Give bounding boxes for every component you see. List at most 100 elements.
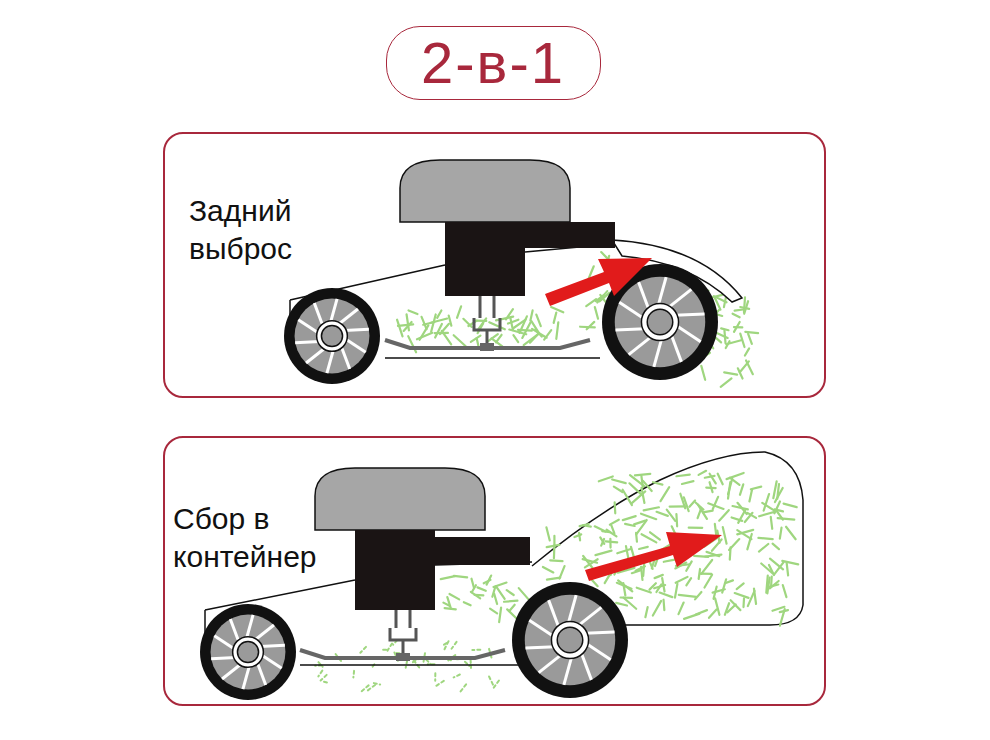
rim	[211, 615, 286, 690]
grass-clipping	[686, 561, 691, 570]
grass-clipping	[751, 487, 761, 490]
grass-clipping	[729, 547, 732, 559]
grass-clipping	[745, 348, 749, 355]
spoke-gap	[344, 329, 369, 330]
grass-clipping	[780, 609, 785, 626]
mode-label: Сбор в контейнер	[173, 500, 358, 575]
grass-clipping	[773, 544, 779, 550]
grass-clipping	[609, 539, 611, 548]
grass-clipping	[719, 510, 729, 521]
grass-clipping	[536, 315, 540, 326]
grass-clipping	[478, 318, 486, 330]
grass-clipping	[737, 583, 744, 589]
grass-clipping	[701, 560, 712, 574]
grass-clipping	[662, 578, 664, 591]
grass-clipping	[784, 504, 797, 507]
grass-clipping	[447, 597, 451, 608]
grass-clipping	[709, 610, 716, 618]
grass-clipping	[494, 594, 497, 604]
grass-clipping	[738, 368, 743, 378]
grass-clipping	[601, 539, 604, 546]
grass-clipping	[470, 660, 472, 668]
hub	[321, 325, 342, 346]
hub-ring	[317, 321, 348, 352]
spoke-gap	[341, 346, 350, 369]
grass-clipping	[616, 603, 627, 606]
grass-clipping	[761, 563, 772, 573]
grass-clipping	[676, 577, 688, 583]
grass-clipping	[699, 471, 707, 475]
grass-clipping	[661, 487, 670, 501]
grass-clipping	[682, 481, 693, 484]
grass-clipping	[387, 644, 392, 651]
grass-clipping	[519, 588, 529, 600]
grass-clipping	[441, 576, 455, 579]
grass-clipping	[710, 482, 713, 492]
blade-shaft	[390, 610, 416, 656]
spoke-gap	[581, 652, 591, 680]
grass-clipping	[670, 505, 686, 507]
grass-clipping	[696, 610, 707, 614]
spoke-gap	[314, 303, 323, 326]
grass-clipping	[642, 534, 657, 542]
spoke-gap	[585, 632, 615, 633]
rim	[525, 595, 615, 685]
flow-arrow	[545, 258, 652, 306]
grass-clipping	[437, 311, 441, 318]
front-wheel	[284, 288, 380, 384]
engine-block	[445, 222, 525, 296]
grass-clipping	[645, 607, 647, 617]
grass-clipping	[686, 578, 691, 585]
grass-clipping	[414, 660, 420, 668]
grass-clipping	[656, 584, 661, 592]
grass-clipping	[715, 598, 719, 614]
grass-clipping	[547, 545, 560, 547]
grass-clipping	[726, 340, 741, 344]
tire	[512, 582, 628, 698]
tire	[284, 288, 380, 384]
spoke-gap	[230, 619, 239, 642]
grass-clipping	[508, 320, 518, 324]
grass-clipping	[606, 541, 618, 542]
grass-clipping	[324, 682, 330, 683]
grass-clipping	[321, 675, 327, 681]
grass-clipping	[599, 476, 613, 481]
grass-clipping	[745, 513, 753, 522]
grass-clipping	[742, 598, 745, 607]
grass-clipping	[472, 579, 474, 588]
grass-clipping	[714, 296, 727, 302]
grass-clipping	[489, 676, 493, 684]
spoke-gap	[658, 277, 666, 306]
grass-clipping	[782, 561, 798, 564]
hub	[647, 309, 673, 335]
spoke-gap	[261, 655, 282, 669]
grass-clipping	[463, 319, 471, 327]
grass-clipping	[595, 551, 611, 555]
grass-clipping	[380, 649, 386, 651]
spoke-gap	[327, 349, 334, 373]
flow-arrow	[585, 532, 722, 581]
grass-clipping	[735, 309, 745, 310]
grass-clipping	[653, 482, 662, 484]
grass-clipping	[605, 575, 610, 583]
spoke-gap	[671, 334, 681, 362]
spoke-gap	[654, 338, 662, 367]
spoke-gap	[586, 643, 611, 659]
grass-clipping	[464, 602, 471, 605]
grass-clipping	[772, 607, 784, 611]
grass-clipping	[431, 314, 436, 331]
grass-clipping	[360, 647, 366, 653]
mode-panel: Задний выброс	[163, 132, 826, 398]
grass-clipping	[675, 584, 677, 598]
title-pill: 2-в-1	[386, 26, 601, 100]
grass-clipping	[522, 323, 530, 338]
grass-clipping	[725, 603, 729, 615]
grass-clipping	[748, 334, 752, 344]
grass-clipping	[554, 313, 557, 323]
grass-clipping	[730, 478, 740, 485]
grass-clipping	[703, 511, 713, 513]
rim	[615, 277, 705, 367]
grass-clipping	[766, 576, 767, 593]
grass-clipping	[624, 598, 637, 609]
